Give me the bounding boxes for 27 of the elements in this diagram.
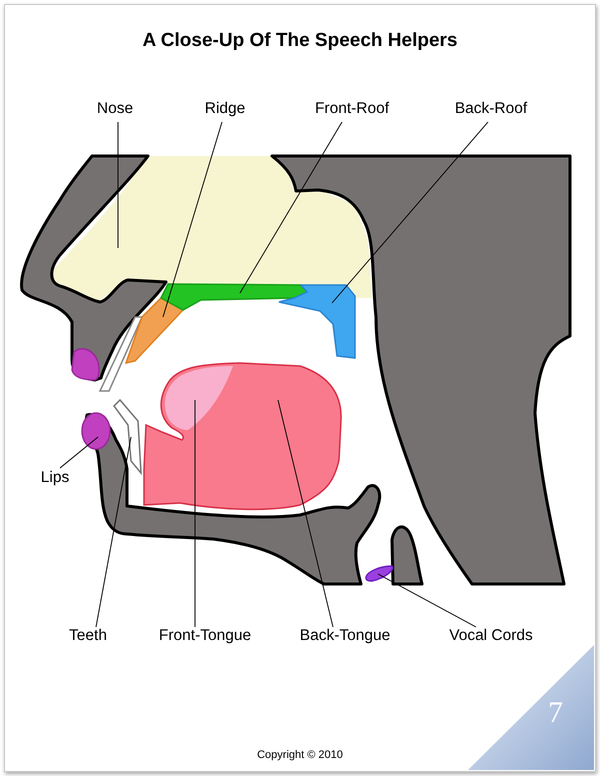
ridge-area <box>124 297 184 364</box>
part-label: Teeth <box>69 627 107 649</box>
page-number: 7 <box>548 696 563 730</box>
part-label: Lips <box>40 469 70 491</box>
lower-lip <box>81 412 111 450</box>
part-label: Back-Roof <box>454 100 528 122</box>
vocal-cords <box>365 565 394 582</box>
title: A Close-Up Of The Speech Helpers <box>142 30 458 52</box>
front-tongue <box>164 366 233 430</box>
leader-line <box>378 574 476 628</box>
part-label: Front-Roof <box>314 100 390 122</box>
part-label: Ridge <box>204 100 246 122</box>
front-roof-area <box>160 283 308 311</box>
leader-line <box>332 122 488 304</box>
back-roof-area <box>278 284 356 359</box>
part-label: Front-Tongue <box>158 627 252 649</box>
part-label: Vocal Cords <box>449 627 533 649</box>
nasal-cavity <box>50 156 372 302</box>
leader-line <box>194 400 196 628</box>
leader-line <box>96 436 132 628</box>
part-label: Back-Tongue <box>300 627 390 649</box>
leader-line <box>240 122 342 294</box>
copyright-note: Copyright © 2010 <box>256 749 344 761</box>
leader-line <box>60 436 98 468</box>
leader-line <box>278 400 334 628</box>
part-label: Nose <box>96 100 134 122</box>
leader-line <box>162 122 222 318</box>
